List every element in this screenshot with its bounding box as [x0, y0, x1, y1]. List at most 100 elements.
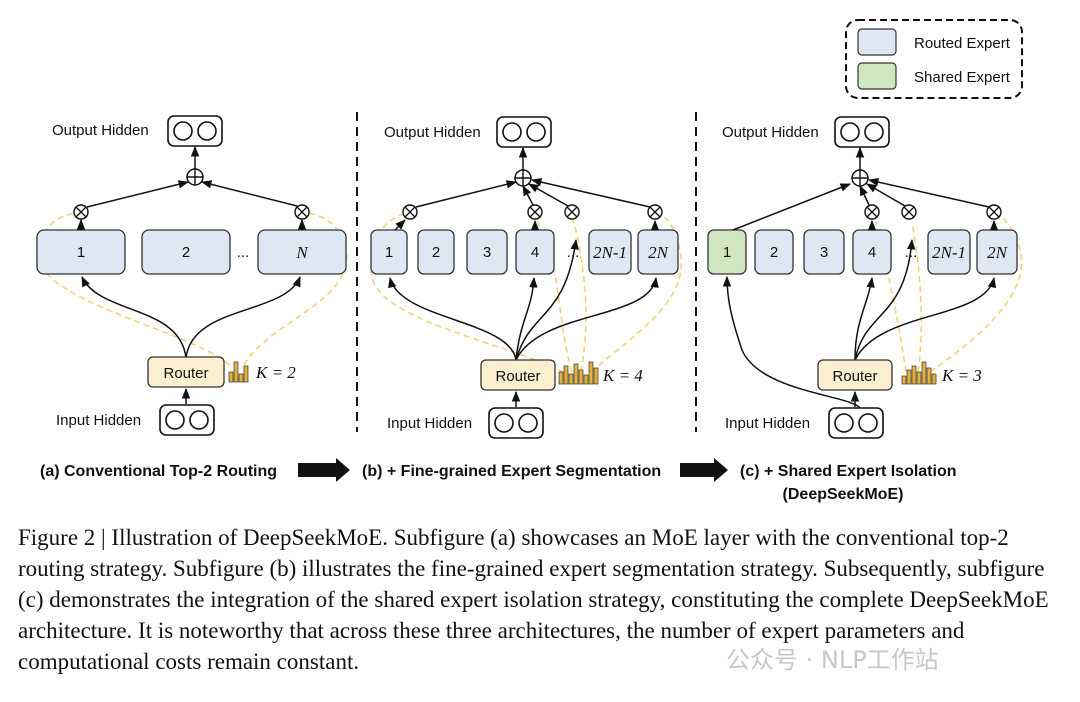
arrow-right-icon — [680, 458, 728, 482]
panel-b: 1 2 3 4 ... 2N-1 2N — [370, 116, 683, 439]
multiply-node — [73, 204, 89, 220]
sum-node — [186, 168, 204, 186]
legend-shared-label: Shared Expert — [914, 69, 1011, 86]
router-arrow — [854, 276, 997, 361]
subfigure-caption-b: (b) + Fine-grained Expert Segmentation — [362, 463, 661, 480]
k-label: K = 4 — [602, 366, 643, 385]
multiply-node — [986, 204, 1002, 220]
watermark: 公众号 · NLP工作站 — [726, 646, 939, 674]
gate-bars — [901, 361, 937, 385]
expert-label: 2 — [770, 244, 778, 261]
multiply-node — [564, 204, 580, 220]
sum-arrow — [415, 180, 518, 208]
output-hidden-node — [496, 116, 552, 148]
input-hidden-label: Input Hidden — [725, 415, 810, 432]
router-box — [817, 359, 893, 391]
multiply-node — [901, 204, 917, 220]
output-hidden-label: Output Hidden — [52, 122, 149, 139]
shared-out-arrow — [732, 183, 851, 231]
expert-box — [803, 229, 845, 275]
legend-shared-swatch — [857, 62, 897, 90]
ellipsis: ... — [237, 244, 250, 261]
expert-label: 2N — [987, 243, 1009, 262]
expert-label: 1 — [723, 244, 731, 261]
multiply-node — [402, 204, 418, 220]
panel-c: 1 2 3 4 ... 2N-1 2N — [707, 116, 1023, 439]
expert-label: N — [295, 243, 309, 262]
router-arrow — [515, 238, 579, 361]
route-dashed — [929, 213, 1023, 373]
router-arrow — [515, 276, 538, 361]
legend: Routed Expert Shared Expert — [845, 19, 1023, 99]
router-arrow — [854, 276, 875, 361]
input-hidden-label: Input Hidden — [387, 415, 472, 432]
router-label: Router — [832, 368, 877, 385]
expert-box — [754, 229, 794, 275]
legend-routed-label: Routed Expert — [914, 35, 1011, 52]
router-label: Router — [163, 365, 208, 382]
route-dashed — [370, 213, 564, 373]
router-arrow — [515, 276, 659, 361]
subfigure-caption-c-sub: (DeepSeekMoE) — [783, 486, 904, 503]
expert-box — [927, 229, 971, 275]
output-hidden-node — [834, 116, 890, 148]
expert-label: 2 — [432, 244, 440, 261]
input-hidden-node — [159, 404, 215, 436]
router-arrow — [388, 276, 517, 361]
sum-arrow — [530, 178, 651, 208]
arrow-right-icon — [298, 458, 350, 482]
k-label: K = 2 — [255, 363, 296, 382]
multiply-node — [647, 204, 663, 220]
sum-arrow — [528, 183, 569, 207]
expert-label: 4 — [531, 244, 539, 261]
expert-label: 2 — [182, 244, 190, 261]
multiply-node — [294, 204, 310, 220]
expert-label: 3 — [483, 244, 491, 261]
expert-box — [370, 229, 408, 275]
gate-bars — [228, 361, 249, 383]
legend-routed-swatch — [857, 28, 897, 56]
route-dashed — [590, 213, 683, 373]
expert-label: 2N — [648, 243, 670, 262]
route-dashed — [37, 212, 231, 366]
multiply-node — [527, 204, 543, 220]
expert-label: 1 — [385, 244, 393, 261]
expert-box — [141, 229, 231, 275]
sum-node — [851, 169, 869, 187]
multiply-node — [864, 204, 880, 220]
subfigure-caption-c: (c) + Shared Expert Isolation — [740, 463, 957, 480]
router-arrow — [81, 276, 187, 359]
input-hidden-node — [488, 407, 544, 439]
route-dashed — [911, 221, 923, 373]
router-box — [147, 356, 225, 388]
expert-box — [417, 229, 455, 275]
expert-label: 2N-1 — [932, 243, 966, 262]
router-arrow — [854, 238, 916, 361]
sum-node — [514, 169, 532, 187]
expert-label: 1 — [77, 244, 85, 261]
expert-label: 2N-1 — [593, 243, 627, 262]
sum-arrow — [86, 180, 190, 208]
output-hidden-label: Output Hidden — [722, 124, 819, 141]
input-hidden-node — [828, 407, 884, 439]
route-dashed — [572, 219, 587, 373]
gate-bars — [558, 361, 599, 385]
shared-expert-box — [707, 229, 747, 275]
figure-caption: Figure 2 | Illustration of DeepSeekMoE. … — [18, 525, 1049, 674]
sum-arrow — [522, 185, 534, 206]
k-label: K = 3 — [941, 366, 982, 385]
sum-arrow — [859, 185, 870, 206]
output-hidden-label: Output Hidden — [384, 124, 481, 141]
input-hidden-label: Input Hidden — [56, 412, 141, 429]
expert-box — [466, 229, 508, 275]
legend-frame — [845, 19, 1023, 99]
sum-arrow — [200, 180, 298, 207]
ellipsis: ... — [905, 244, 918, 261]
subfigure-caption-a: (a) Conventional Top-2 Routing — [40, 463, 277, 480]
expert-label: 3 — [820, 244, 828, 261]
ellipsis: ... — [567, 244, 580, 261]
output-hidden-node — [167, 115, 223, 147]
sum-arrow — [866, 183, 906, 207]
expert-label: 4 — [868, 244, 876, 261]
panel-a: 1 2 ... N Output Hidden Rou — [36, 115, 348, 436]
